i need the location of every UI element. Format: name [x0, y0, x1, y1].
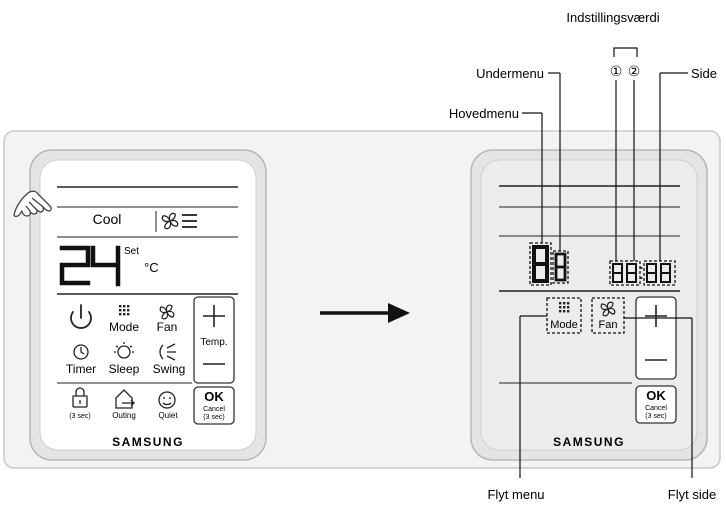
ok-button-frame	[193, 386, 235, 425]
right-ok-label: OK	[646, 388, 666, 403]
outing-button[interactable]: Outing	[112, 389, 136, 420]
setting-value-digits-value: 88	[0, 0, 2, 1]
callout-setting-value: Indstillingsværdi	[566, 10, 659, 25]
power-icon	[70, 304, 92, 329]
right-remote: 8 8 88 88 Mo	[0, 0, 708, 461]
power-button[interactable]	[70, 304, 92, 329]
set-label: Set	[124, 246, 139, 257]
plus-icon[interactable]	[645, 305, 667, 327]
lock-button[interactable]: (3 sec)	[69, 387, 91, 420]
fan-button-label: Fan	[157, 320, 178, 334]
callout-main-menu: Hovedmenu	[449, 106, 519, 121]
temperature-digits	[59, 245, 121, 287]
callout-setting-value-2: ②	[628, 63, 641, 79]
timer-button-label: Timer	[66, 362, 96, 376]
right-fan-label: Fan	[599, 319, 618, 331]
temp-rocker-frame	[193, 296, 235, 384]
right-temp-rocker[interactable]	[635, 296, 677, 380]
callout-move-menu: Flyt menu	[487, 487, 544, 502]
mode-display: Cool	[93, 211, 122, 227]
fan-icon	[600, 301, 616, 317]
hand-pointer-icon	[13, 190, 52, 218]
menu-lines-icon	[182, 214, 197, 228]
callouts	[519, 47, 693, 478]
fan-highlight-box	[591, 297, 625, 334]
right-mode-label: Mode	[550, 319, 578, 331]
lock-icon	[72, 387, 88, 408]
right-brand-logo: SAMSUNG	[553, 435, 625, 449]
outing-icon	[115, 389, 135, 409]
cancel-hint: (3 sec)	[203, 414, 224, 421]
ok-label: OK	[204, 389, 224, 404]
mode-grid-icon	[119, 305, 130, 316]
timer-icon	[73, 344, 89, 360]
left-remote: Cool 24 Set °C	[0, 0, 267, 461]
celsius-unit: °C	[144, 260, 159, 275]
right-ok-frame	[635, 385, 677, 424]
callout-setting-value-1: ①	[610, 63, 623, 79]
cancel-label: Cancel	[203, 406, 225, 413]
quiet-label: Quiet	[158, 411, 178, 420]
callout-move-side: Flyt side	[668, 487, 716, 502]
swing-button[interactable]: Swing	[153, 343, 186, 376]
right-cancel-label: Cancel	[645, 405, 667, 412]
side-digits-value: 88	[0, 0, 2, 1]
mode-button-label: Mode	[109, 320, 139, 334]
fan-icon	[161, 212, 179, 230]
temp-rocker[interactable]: Temp.	[193, 296, 235, 384]
mode-button[interactable]: Mode	[109, 305, 139, 334]
fan-button[interactable]: Fan	[157, 304, 178, 334]
right-ok-button[interactable]: OK Cancel (3 sec)	[635, 385, 677, 424]
plus-icon[interactable]	[203, 305, 225, 327]
quiet-icon	[158, 391, 176, 409]
callout-side: Side	[691, 66, 717, 81]
temperature-value: 24	[0, 0, 2, 1]
right-fan-button[interactable]: Fan	[591, 297, 625, 334]
main-menu-digit: 8	[0, 0, 552, 286]
sleep-icon	[114, 342, 134, 359]
temp-label: Temp.	[200, 337, 227, 348]
ok-button[interactable]: OK Cancel (3 sec)	[193, 386, 235, 425]
swing-button-label: Swing	[153, 362, 186, 376]
timer-button[interactable]: Timer	[66, 344, 96, 376]
callout-submenu: Undermenu	[476, 66, 544, 81]
left-brand-logo: SAMSUNG	[112, 435, 184, 449]
fan-icon	[159, 304, 175, 320]
right-cancel-hint: (3 sec)	[645, 413, 666, 420]
lock-hint: (3 sec)	[69, 413, 90, 420]
right-mode-button[interactable]: Mode	[546, 297, 582, 334]
swing-icon	[159, 343, 176, 361]
sleep-button[interactable]: Sleep	[109, 342, 140, 376]
outing-label: Outing	[112, 411, 136, 420]
sleep-button-label: Sleep	[109, 362, 140, 376]
main-menu-digit-value: 8	[0, 0, 1, 1]
setting-value-digits: 88	[0, 0, 641, 286]
quiet-button[interactable]: Quiet	[158, 391, 178, 420]
submenu-digit-value: 8	[0, 0, 1, 1]
mode-grid-icon	[559, 302, 570, 313]
right-arrow-icon	[320, 303, 410, 323]
